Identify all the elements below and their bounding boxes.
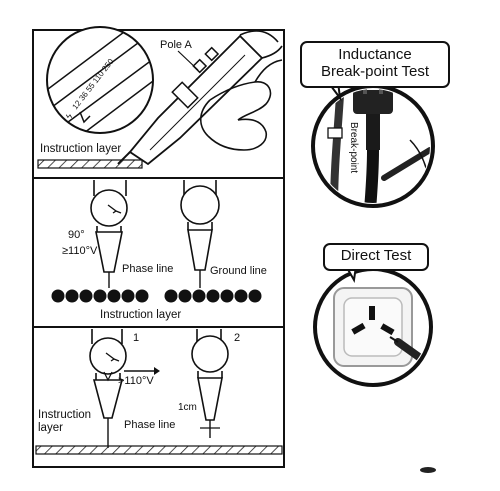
- magnifier-circle: 12 36 55 110 250 ϟ: [46, 26, 154, 134]
- top-layer-label: Instruction layer: [40, 143, 121, 155]
- probe-pen: [381, 147, 430, 181]
- direct-probe-pen: [394, 338, 428, 376]
- panel-frame: [32, 29, 285, 468]
- plug-body: [353, 90, 393, 114]
- socket-hole-right: [380, 323, 395, 336]
- voltage-arrow-head: [154, 367, 160, 375]
- bottom-layer-label-1: Instruction: [38, 409, 91, 421]
- tester-2: [191, 329, 229, 438]
- tester-2-number: 2: [234, 332, 240, 344]
- inductance-title-line2: Break-point Test: [320, 63, 430, 80]
- middle-voltage-label: ≥110°V: [62, 245, 98, 257]
- top-panel: 12 36 55 110 250 ϟ Pole A Instruction la…: [37, 26, 283, 169]
- bottom-panel: 1 >110°V 2 1cm Instruction layer Phase l…: [35, 329, 283, 455]
- direct-test-callout: Direct Test: [323, 243, 429, 271]
- direct-test-title: Direct Test: [340, 247, 412, 264]
- corner-mark: [420, 467, 436, 473]
- bottom-phase-label: Phase line: [124, 419, 175, 431]
- phase-cable-dots: [51, 289, 149, 303]
- bottom-voltage-label: >110°V: [118, 375, 154, 387]
- break-point-label: Break-point: [348, 122, 359, 173]
- pole-a-pointer: [177, 50, 199, 71]
- tester-1: [89, 329, 127, 448]
- socket-hole-top: [369, 306, 375, 320]
- plug-cable: [364, 149, 379, 203]
- socket-hole-left: [351, 322, 366, 335]
- phase-tester: [90, 180, 128, 288]
- tester-1-number: 1: [133, 332, 139, 344]
- distance-label: 1cm: [178, 402, 197, 413]
- pole-a-label: Pole A: [160, 39, 192, 51]
- bottom-layer-label-2: layer: [38, 422, 63, 434]
- middle-phase-label: Phase line: [122, 263, 173, 275]
- hand-drawing: [199, 30, 283, 151]
- angle-label: 90°: [68, 229, 85, 241]
- inductance-title-line1: Inductance: [338, 46, 412, 63]
- ground-tester: [180, 180, 220, 288]
- top-hatched-layer: [37, 159, 143, 169]
- inductance-test-illustration: Break-point: [311, 81, 435, 208]
- bottom-hatched-layer: [35, 445, 283, 455]
- inductance-callout: Inductance Break-point Test: [300, 41, 450, 88]
- middle-panel: 90° ≥110°V Phase line Ground line Instr: [51, 180, 267, 321]
- middle-layer-label: Instruction layer: [100, 309, 181, 321]
- ground-label: Ground line: [210, 265, 267, 277]
- ground-cable-dots: [164, 289, 262, 303]
- lightning-icon: ϟ: [64, 111, 75, 121]
- direct-test-illustration: [313, 265, 433, 387]
